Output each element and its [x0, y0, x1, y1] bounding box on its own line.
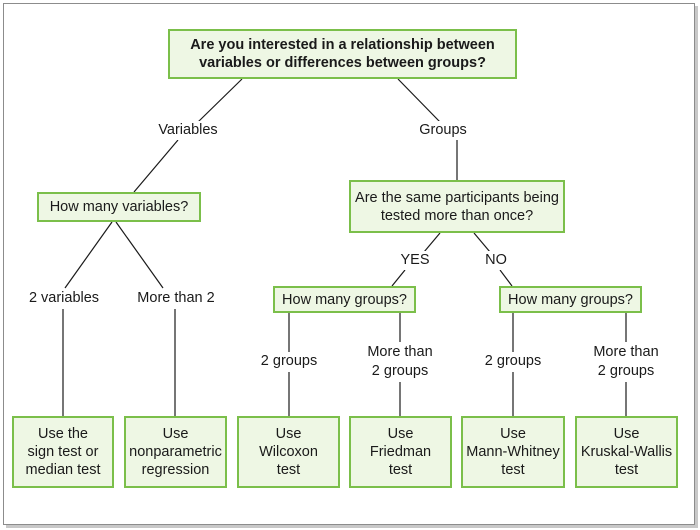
line-root-groups [397, 78, 441, 123]
nonparametric-regression-box: Use nonparametric regression [124, 416, 227, 488]
branch-2-groups-yes-label: 2 groups [253, 352, 325, 371]
branch-more-than-2-groups-yes-label: More than 2 groups [358, 343, 442, 381]
how-many-groups-yes-box: How many groups? [273, 286, 416, 313]
branch-no-label: NO [478, 251, 514, 270]
line-no-groups [499, 269, 513, 287]
line-varq-2variables [64, 221, 113, 289]
branch-groups-label: Groups [408, 121, 478, 140]
kruskal-wallis-test-box: Use Kruskal-Wallis test [575, 416, 678, 488]
mann-whitney-test-box: Use Mann-Whitney test [461, 416, 565, 488]
how-many-variables-text: How many variables? [49, 199, 189, 215]
line-variables-question [133, 139, 179, 193]
branch-variables-label: Variables [148, 121, 228, 140]
line-yes-groups [391, 269, 406, 287]
line-same-yes [423, 232, 441, 253]
line-same-no [473, 232, 491, 253]
kruskal-wallis-test-text: Use Kruskal-Wallis test [580, 426, 673, 478]
branch-2-groups-no-label: 2 groups [477, 352, 549, 371]
same-participants-box: Are the same participants being tested m… [349, 180, 565, 233]
how-many-groups-yes-text: How many groups? [282, 291, 407, 308]
branch-2-variables-label: 2 variables [18, 289, 110, 308]
line-root-variables [197, 78, 243, 123]
sign-median-test-box: Use the sign test or median test [12, 416, 114, 488]
mann-whitney-test-text: Use Mann-Whitney test [466, 426, 560, 478]
root-question-text: Are you interested in a relationship bet… [190, 37, 495, 71]
branch-yes-label: YES [393, 251, 437, 270]
sign-median-test-text: Use the sign test or median test [25, 426, 101, 478]
friedman-test-box: Use Friedman test [349, 416, 452, 488]
friedman-test-text: Use Friedman test [369, 426, 432, 478]
branch-more-than-2-label: More than 2 [128, 289, 224, 308]
wilcoxon-test-box: Use Wilcoxon test [237, 416, 340, 488]
how-many-groups-no-box: How many groups? [499, 286, 642, 313]
root-question-box: Are you interested in a relationship bet… [168, 29, 517, 79]
branch-more-than-2-groups-no-label: More than 2 groups [584, 343, 668, 381]
nonparametric-regression-text: Use nonparametric regression [129, 426, 222, 478]
line-varq-morethan2 [115, 221, 164, 289]
how-many-groups-no-text: How many groups? [508, 291, 633, 308]
wilcoxon-test-text: Use Wilcoxon test [259, 426, 318, 478]
same-participants-text: Are the same participants being tested m… [355, 189, 559, 224]
how-many-variables-box: How many variables? [37, 192, 201, 222]
